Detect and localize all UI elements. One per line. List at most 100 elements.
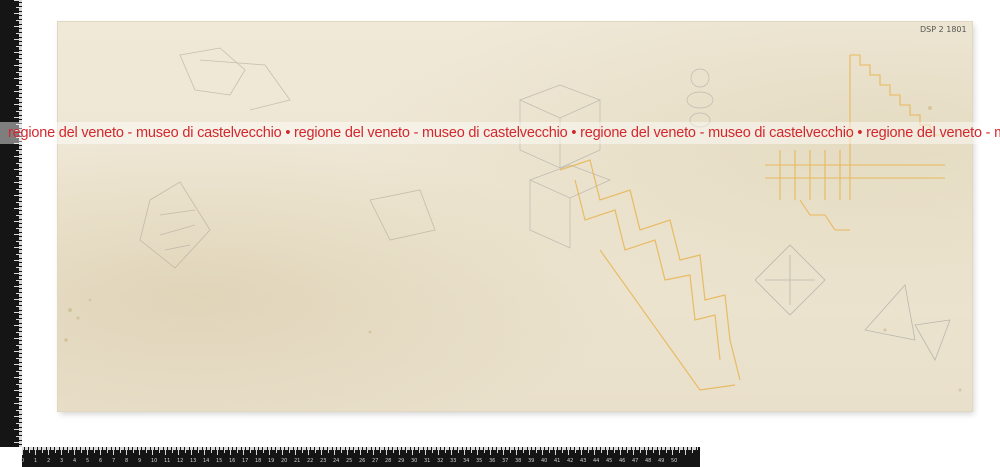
ruler-tick [19, 5, 22, 6]
ruler-tick [371, 447, 373, 450]
ruler-tick [571, 447, 573, 450]
ruler-tick [87, 447, 88, 455]
ruler-tick [100, 447, 101, 455]
ruler-tick [666, 447, 668, 450]
ruler-tick [19, 119, 22, 121]
ruler-number: 13 [190, 458, 197, 464]
watermark-band: regione del veneto - museo di castelvecc… [0, 122, 1000, 144]
ruler-tick [327, 447, 329, 453]
ruler-tick [236, 447, 238, 453]
ruler-tick [677, 447, 678, 450]
ruler-tick [19, 387, 22, 388]
ruler-tick [19, 410, 22, 412]
ruler-number: 0 [21, 458, 25, 464]
ruler-tick [19, 228, 22, 230]
ruler-tick [16, 71, 22, 73]
ruler-number: 19 [268, 458, 275, 464]
ruler-tick [19, 382, 22, 383]
ruler-tick [192, 447, 193, 450]
ruler-number: 31 [424, 458, 431, 464]
ruler-tick [19, 63, 22, 65]
ruler-tick [240, 447, 241, 450]
ruler-tick [14, 338, 22, 339]
ruler-number: 3 [60, 458, 64, 464]
ruler-tick [19, 96, 22, 97]
ruler-tick [19, 241, 22, 243]
ruler-tick [461, 447, 462, 450]
ruler-tick [19, 328, 22, 330]
ruler-tick [14, 416, 22, 417]
ruler-tick [617, 447, 618, 450]
ruler-tick [166, 447, 167, 450]
ruler-tick [157, 447, 158, 450]
ruler-tick [19, 137, 22, 139]
ruler-tick [458, 447, 460, 450]
ruler-tick [19, 128, 22, 130]
ruler-tick [687, 447, 689, 450]
ruler-tick [19, 172, 22, 174]
ruler-tick [19, 68, 22, 70]
ruler-tick [19, 209, 22, 210]
ruler-tick [609, 447, 611, 450]
ruler-tick [14, 130, 22, 131]
ruler-tick [19, 289, 22, 291]
ruler-tick [159, 447, 161, 450]
ruler-tick [19, 113, 22, 114]
ruler-tick [19, 70, 22, 71]
ruler-tick [136, 447, 137, 450]
ruler-tick [32, 447, 33, 450]
ruler-tick [89, 447, 91, 450]
ruler-tick [102, 447, 104, 450]
ruler-tick [400, 447, 401, 450]
ruler-tick [335, 447, 336, 450]
ruler-tick [362, 447, 364, 450]
crayon-staircase [559, 159, 741, 391]
ruler-tick [633, 447, 634, 455]
ruler-tick [613, 447, 615, 453]
ruler-tick [228, 447, 230, 450]
ruler-tick [464, 447, 465, 455]
ruler-tick [19, 144, 22, 145]
ruler-tick [19, 261, 22, 262]
ruler-tick [19, 150, 22, 152]
ruler-tick [19, 27, 22, 28]
ruler-tick [19, 180, 22, 182]
ruler-tick [76, 447, 78, 450]
ruler-tick [555, 447, 556, 455]
ruler-tick [375, 447, 377, 450]
ruler-tick [19, 262, 22, 264]
ruler-tick [19, 98, 22, 100]
ruler-tick [19, 405, 22, 407]
ruler-tick [474, 447, 475, 450]
ruler-tick [19, 358, 22, 360]
ruler-tick [19, 87, 22, 88]
ruler-tick [441, 447, 443, 450]
ruler-tick [14, 182, 22, 183]
ruler-tick [19, 189, 22, 191]
ruler-tick [352, 447, 353, 450]
ruler-tick [19, 414, 22, 416]
ruler-tick [14, 325, 22, 326]
ruler-tick [565, 447, 566, 450]
ruler-tick [19, 274, 22, 275]
ruler-tick [601, 447, 603, 450]
ruler-tick [16, 110, 22, 112]
ruler-tick [19, 226, 22, 227]
ruler-number: 33 [450, 458, 457, 464]
ruler-tick [19, 339, 22, 340]
ruler-tick [19, 191, 22, 192]
ruler-tick [19, 271, 22, 273]
vertical-ruler [0, 0, 22, 447]
ruler-tick [163, 447, 165, 450]
ruler-tick [19, 197, 22, 199]
ruler-tick [50, 447, 52, 450]
ruler-tick [661, 447, 663, 450]
ruler-tick [19, 109, 22, 110]
ruler-tick [40, 447, 41, 450]
ruler-tick [209, 447, 210, 450]
ruler-tick [382, 447, 383, 450]
ruler-number: 8 [125, 458, 129, 464]
ruler-tick [466, 447, 468, 450]
ruler-number: 4 [73, 458, 77, 464]
ruler-tick [19, 81, 22, 83]
